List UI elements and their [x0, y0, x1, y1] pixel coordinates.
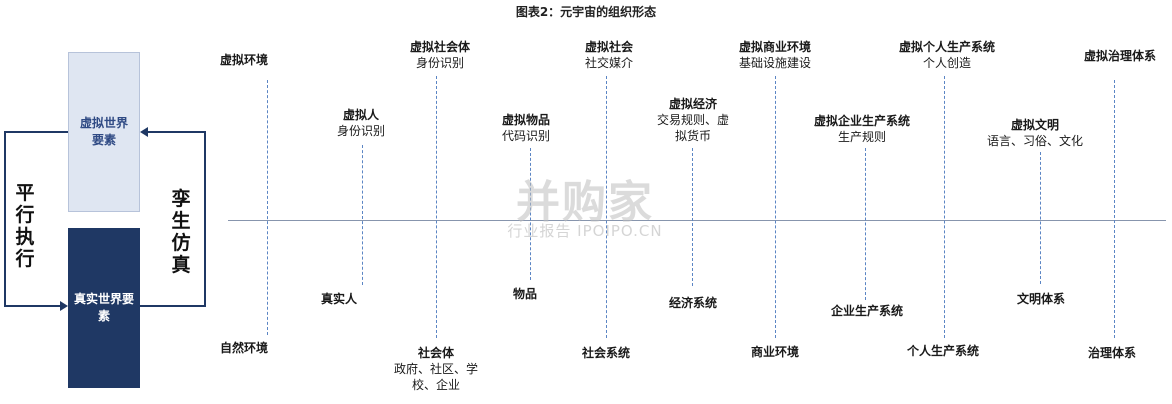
bottom-label-personal: 个人生产系统: [906, 344, 979, 358]
bottom-label-civilization: 文明体系: [1016, 292, 1065, 306]
column-line-item: [530, 148, 531, 280]
watermark-logo: 并购家: [516, 177, 654, 228]
right-loop-line-vertical: [204, 131, 206, 307]
bottom-label-social-body: 社会体政府、社区、学校、企业: [393, 346, 478, 392]
top-label-governance: 虚拟治理体系: [1083, 49, 1156, 63]
top-label-business: 虚拟商业环境基础设施建设: [738, 40, 811, 70]
left-loop-line-bottom: [4, 305, 60, 307]
bottom-label-business: 商业环境: [750, 345, 799, 359]
column-line-environment: [267, 80, 268, 335]
left-loop-line-top: [4, 131, 68, 133]
bottom-label-governance: 治理体系: [1087, 346, 1136, 360]
real-world-box: 真实世界要素: [68, 228, 140, 388]
twin-simulation-label: 孪生仿真: [171, 188, 191, 276]
arrow-to-real-icon: [60, 301, 68, 311]
column-line-economy: [692, 148, 693, 286]
column-line-person: [362, 145, 363, 285]
column-line-governance: [1114, 80, 1115, 338]
top-label-civilization: 虚拟文明语言、习俗、文化: [986, 118, 1083, 148]
top-label-social-body: 虚拟社会体身份识别: [409, 40, 470, 70]
arrow-to-virtual-icon: [140, 127, 148, 137]
column-line-civilization: [1040, 152, 1041, 284]
top-label-enterprise: 虚拟企业生产系统生产规则: [813, 114, 910, 144]
column-line-personal: [944, 76, 945, 338]
top-label-personal: 虚拟个人生产系统个人创造: [898, 40, 995, 70]
figure-title: 图表2：元宇宙的组织形态: [515, 5, 657, 19]
column-line-society: [606, 76, 607, 338]
top-label-person: 虚拟人身份识别: [336, 108, 385, 138]
bottom-label-environment: 自然环境: [219, 341, 268, 355]
right-loop-line-bottom: [140, 305, 206, 307]
top-label-society: 虚拟社会社交媒介: [584, 40, 633, 70]
column-line-business: [775, 76, 776, 338]
watermark-subtext: 行业报告 IPOIPO.CN: [507, 222, 663, 240]
bottom-label-enterprise: 企业生产系统: [830, 304, 903, 318]
bottom-label-person: 真实人: [320, 292, 357, 306]
bottom-label-economy: 经济系统: [668, 296, 717, 310]
top-label-item: 虚拟物品代码识别: [501, 113, 550, 143]
parallel-execution-label: 平行执行: [15, 182, 35, 270]
column-line-social-body: [436, 76, 437, 338]
top-label-economy: 虚拟经济交易规则、虚拟货币: [656, 97, 729, 143]
timeline-axis: [228, 220, 1166, 221]
bottom-label-item: 物品: [512, 287, 537, 301]
left-loop-line-vertical: [4, 131, 6, 307]
virtual-world-box: 虚拟世界要素: [68, 52, 140, 212]
right-loop-line-top: [148, 131, 206, 133]
column-line-enterprise: [865, 148, 866, 300]
bottom-label-society: 社会系统: [581, 346, 630, 360]
top-label-environment: 虚拟环境: [219, 53, 268, 67]
